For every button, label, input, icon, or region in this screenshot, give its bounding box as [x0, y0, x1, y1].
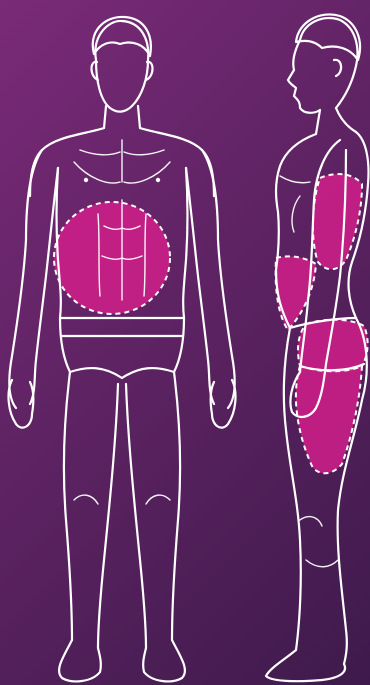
front-hair — [93, 17, 151, 56]
front-figure — [9, 17, 236, 681]
side-neck — [316, 108, 356, 134]
side-hair — [296, 14, 360, 60]
front-chest-lines — [74, 140, 170, 183]
front-left-leg — [64, 372, 118, 648]
side-thigh-zone — [296, 366, 362, 473]
front-left-arm — [9, 150, 58, 408]
front-neck — [104, 106, 140, 128]
side-figure — [266, 14, 369, 681]
front-underwear — [60, 318, 184, 378]
front-right-leg — [126, 372, 180, 648]
side-foot — [266, 650, 345, 681]
front-feet — [59, 640, 185, 681]
front-head — [95, 21, 148, 112]
front-right-arm — [186, 150, 235, 408]
front-abdomen-zone — [54, 202, 170, 314]
